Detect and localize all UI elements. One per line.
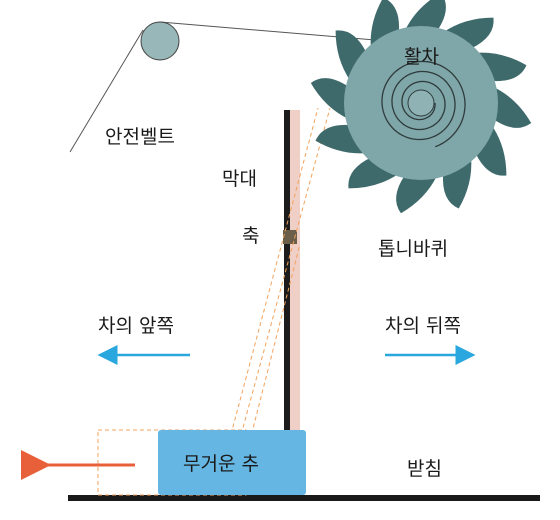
rod-shadow [290, 110, 300, 430]
gear-tooth [493, 86, 532, 128]
swing-line-2 [231, 107, 331, 469]
label-rod: 막대 [222, 168, 257, 190]
gear-tooth [443, 17, 494, 49]
gear-tooth [370, 0, 400, 49]
rod [284, 110, 290, 494]
label-car-rear: 차의 뒤쪽 [385, 315, 461, 337]
label-gear-wheel: 톱니바퀴 [378, 238, 448, 260]
label-base: 받침 [407, 458, 442, 480]
base-plate [68, 495, 540, 501]
label-heavy-weight: 무거운 추 [183, 453, 259, 475]
guide-pulley [140, 21, 180, 61]
spool-hub [407, 89, 435, 117]
gear-tooth [348, 157, 399, 189]
heavy-weight-box [158, 430, 306, 495]
gear-tooth [475, 125, 507, 176]
gear-tooth [404, 0, 446, 31]
label-safety-belt: 안전벨트 [105, 126, 175, 148]
gear-tooth [310, 78, 349, 120]
label-car-front: 차의 앞쪽 [98, 315, 174, 337]
axis-pivot [283, 230, 297, 244]
belt-spool-spiral [381, 60, 466, 148]
label-pulley-wheel: 활차 [404, 46, 439, 68]
gear-tooth [396, 175, 438, 214]
swing-line-1 [221, 107, 319, 469]
label-axis: 축 [242, 225, 260, 247]
safety-belt-strap [69, 29, 144, 153]
gear-tooth [335, 30, 367, 81]
